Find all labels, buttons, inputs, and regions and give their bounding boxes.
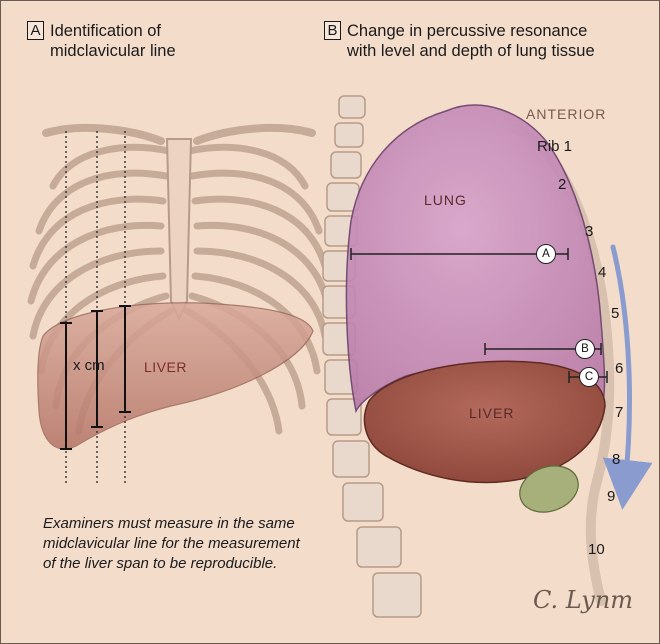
liver-shape-front — [38, 303, 313, 449]
marker-a: A — [536, 244, 556, 264]
artist-signature: C. Lynm — [533, 586, 633, 614]
panel-b-title-line1: Change in percussive resonance — [347, 22, 587, 40]
rib-label-10: 10 — [588, 541, 605, 558]
panel-a-title-line1: Identification of — [50, 22, 161, 40]
rib-label-2: 2 — [558, 176, 566, 193]
rib-label-5: 5 — [611, 305, 619, 322]
panel-b-header: B Change in percussive resonance with leve… — [324, 21, 595, 61]
marker-c: C — [579, 367, 599, 387]
panel-b-letter: B — [324, 21, 341, 40]
panel-a-title-line2: midclavicular line — [50, 42, 176, 60]
sternum — [167, 139, 191, 319]
rib-label-9: 9 — [607, 488, 615, 505]
liver-label-front: LIVER — [144, 359, 187, 375]
liver-label-side: LIVER — [469, 405, 514, 421]
rib-label-1: Rib 1 — [537, 138, 572, 155]
rib-label-4: 4 — [598, 264, 606, 281]
anterior-label: ANTERIOR — [526, 106, 606, 122]
panel-a-header: A Identification of midclavicular line — [27, 21, 176, 61]
rib-label-8: 8 — [612, 451, 620, 468]
marker-b: B — [575, 339, 595, 359]
panel-a-letter: A — [27, 21, 44, 40]
rib-label-7: 7 — [615, 404, 623, 421]
lung-label: LUNG — [424, 192, 467, 208]
panel-b-title-line2: with level and depth of lung tissue — [347, 42, 595, 60]
caption: Examiners must measure in the same midcl… — [43, 514, 313, 574]
rib-label-6: 6 — [615, 360, 623, 377]
measurement-label: x cm — [73, 357, 105, 374]
rib-label-3: 3 — [585, 223, 593, 240]
